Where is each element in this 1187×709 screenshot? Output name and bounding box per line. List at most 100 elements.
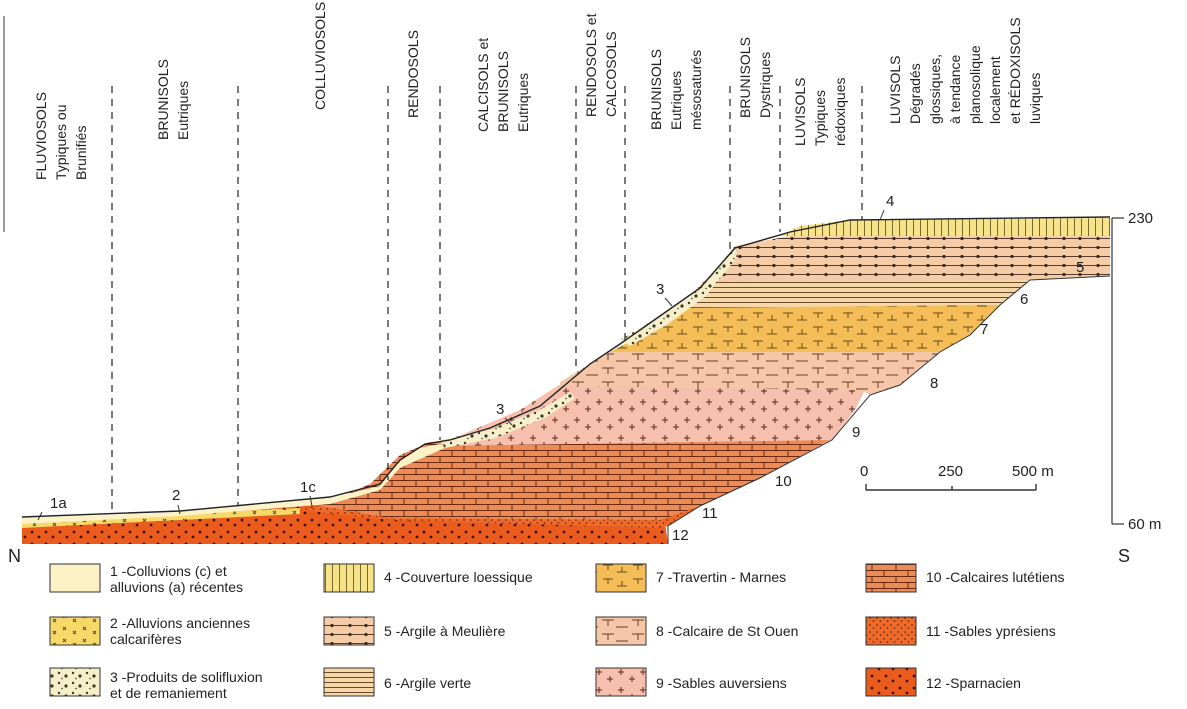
layer-9-sables-auversiens [440, 378, 870, 446]
legend-label-5: 5 -Argile à Meulière [384, 623, 506, 639]
layer-label-1a: 1a [50, 495, 67, 512]
label-line: luviques [1027, 73, 1043, 124]
label-line: rédoxiques [832, 78, 848, 147]
layer-8-calcaire-st-ouen [560, 352, 940, 395]
label-line: FLUVIOSOLS [33, 92, 49, 180]
legend-swatch-2 [49, 616, 101, 646]
legend-swatch-3 [49, 667, 101, 697]
legend-label-9: 9 -Sables auversiens [656, 675, 787, 691]
layer-5-argile-meuliere [705, 236, 1110, 282]
layer-label-12: 12 [672, 527, 689, 544]
label-line: planosolique [967, 45, 983, 124]
label-line: Dégradés [907, 63, 923, 124]
layer-6-argile-verte [680, 280, 1030, 308]
layer-label-11: 11 [702, 505, 718, 522]
legend-swatch-4 [323, 563, 375, 593]
legend-swatch-10 [865, 563, 917, 593]
legend-label-4: 4 -Couverture loessique [384, 569, 533, 585]
scale-tick-500: 500 m [1012, 463, 1054, 480]
label-line: RENDOSOLS [405, 30, 421, 118]
label-line: Typiques [812, 90, 828, 146]
elevation-axis: 230 60 m [1111, 210, 1161, 533]
scale-tick-250: 250 [938, 463, 963, 480]
label-line: Dystriques [757, 52, 773, 118]
legend-label-8: 8 -Calcaire de St Ouen [656, 623, 798, 639]
label-line: et RÉDOXISOLS [1007, 17, 1023, 124]
soil-column-luvisols-typiques: LUVISOLS Typiques rédoxiques [792, 78, 848, 147]
layer-number-labels: 1a 2 1c 3 3 4 5 6 7 8 9 10 11 12 [37, 193, 1084, 544]
label-line: CALCOSOLS [603, 31, 619, 117]
legend-swatch-1 [49, 563, 101, 593]
north-label: N [8, 546, 21, 566]
legend-label-12: 12 -Sparnacien [926, 675, 1021, 691]
soil-column-rendosols-calcosols: RENDOSOLS et CALCOSOLS [583, 13, 619, 117]
layer-label-4: 4 [886, 193, 894, 210]
layer-10-calcaires-lutetiens [320, 438, 830, 520]
soil-column-brunisols-eutriques: BRUNISOLS Eutriques [155, 59, 191, 140]
strata [21, 216, 1111, 544]
label-line: Typiques ou [53, 105, 69, 181]
label-line: LUVISOLS [792, 78, 808, 146]
legend-swatch-5 [323, 616, 375, 646]
legend-swatch-6 [323, 667, 375, 697]
legend-label-2b: calcarifères [110, 631, 182, 647]
label-line: glossiques, [927, 54, 943, 124]
layer-1-colluvions [22, 444, 445, 524]
layer-label-3-lower: 3 [496, 401, 504, 418]
label-line: Eutriques [515, 73, 531, 132]
legend-label-1b: alluvions (a) récentes [110, 579, 243, 595]
soil-column-brunisols-dystriques: BRUNISOLS Dystriques [737, 37, 773, 118]
scale-bar: 0 250 500 m [860, 463, 1054, 491]
layer-4-couverture-loessique [780, 218, 1110, 236]
soil-column-fluviosols: FLUVIOSOLS Typiques ou Brunifiés [33, 92, 89, 180]
soil-column-luvisols-degrades: LUVISOLS Dégradés glossiques, à tendance… [887, 17, 1043, 124]
layer-label-3-upper: 3 [656, 281, 664, 298]
soil-column-labels: FLUVIOSOLS Typiques ou Brunifiés BRUNISO… [33, 2, 1043, 180]
legend-label-3a: 3 -Produits de solifluxion [110, 669, 263, 685]
legend-label-7: 7 -Travertin - Marnes [656, 569, 786, 585]
label-line: localement [987, 56, 1003, 124]
layer-label-5: 5 [1076, 259, 1084, 276]
south-label: S [1118, 546, 1130, 566]
legend-label-2a: 2 -Alluvions anciennes [110, 615, 250, 631]
label-line: CALCISOLS et [475, 38, 491, 132]
label-line: Eutriques [668, 71, 684, 130]
layer-label-7: 7 [980, 321, 988, 338]
layer-3-solifluxion-lower [440, 392, 575, 448]
scale-tick-0: 0 [860, 463, 868, 480]
layer-label-1c: 1c [300, 479, 316, 496]
soil-column-colluviosols: COLLUVIOSOLS [312, 2, 328, 110]
layer-label-2: 2 [172, 487, 180, 504]
legend-label-6: 6 -Argile verte [384, 675, 471, 691]
layer-7-travertin [610, 305, 1000, 352]
label-line: mésosaturés [688, 50, 704, 130]
layer-2-alluvions-anciennes [22, 508, 300, 528]
label-line: LUVISOLS [887, 56, 903, 124]
legend-label-1a: 1 -Colluvions (c) et [110, 563, 227, 579]
label-line: BRUNISOLS [648, 49, 664, 130]
label-line: à tendance [947, 55, 963, 124]
label-line: Brunifiés [73, 126, 89, 180]
legend-label-3b: et de remaniement [110, 685, 227, 701]
label-line: BRUNISOLS [737, 37, 753, 118]
soil-column-boundaries [111, 86, 863, 510]
elevation-bottom-label: 60 m [1128, 516, 1161, 533]
soil-column-brunisols-mesosatures: BRUNISOLS Eutriques mésosaturés [648, 49, 704, 130]
soil-column-rendosols: RENDOSOLS [405, 30, 421, 118]
legend-swatch-12 [865, 667, 917, 697]
right-slope-edge [667, 275, 1111, 544]
label-line: Eutriques [175, 81, 191, 140]
legend: 1 -Colluvions (c) et alluvions (a) récen… [49, 563, 1065, 701]
legend-label-11: 11 -Sables yprésiens [926, 623, 1056, 639]
layer-label-8: 8 [930, 375, 938, 392]
soil-column-calcisols: CALCISOLS et BRUNISOLS Eutriques [475, 38, 531, 132]
layer-label-10: 10 [775, 473, 792, 490]
legend-swatch-9 [595, 667, 647, 697]
ground-surface-line [21, 216, 1111, 518]
layer-label-9: 9 [852, 424, 860, 441]
layer-label-6: 6 [1020, 291, 1028, 308]
elevation-top-label: 230 [1128, 210, 1153, 227]
label-line: BRUNISOLS [155, 59, 171, 140]
legend-swatch-8 [595, 616, 647, 646]
